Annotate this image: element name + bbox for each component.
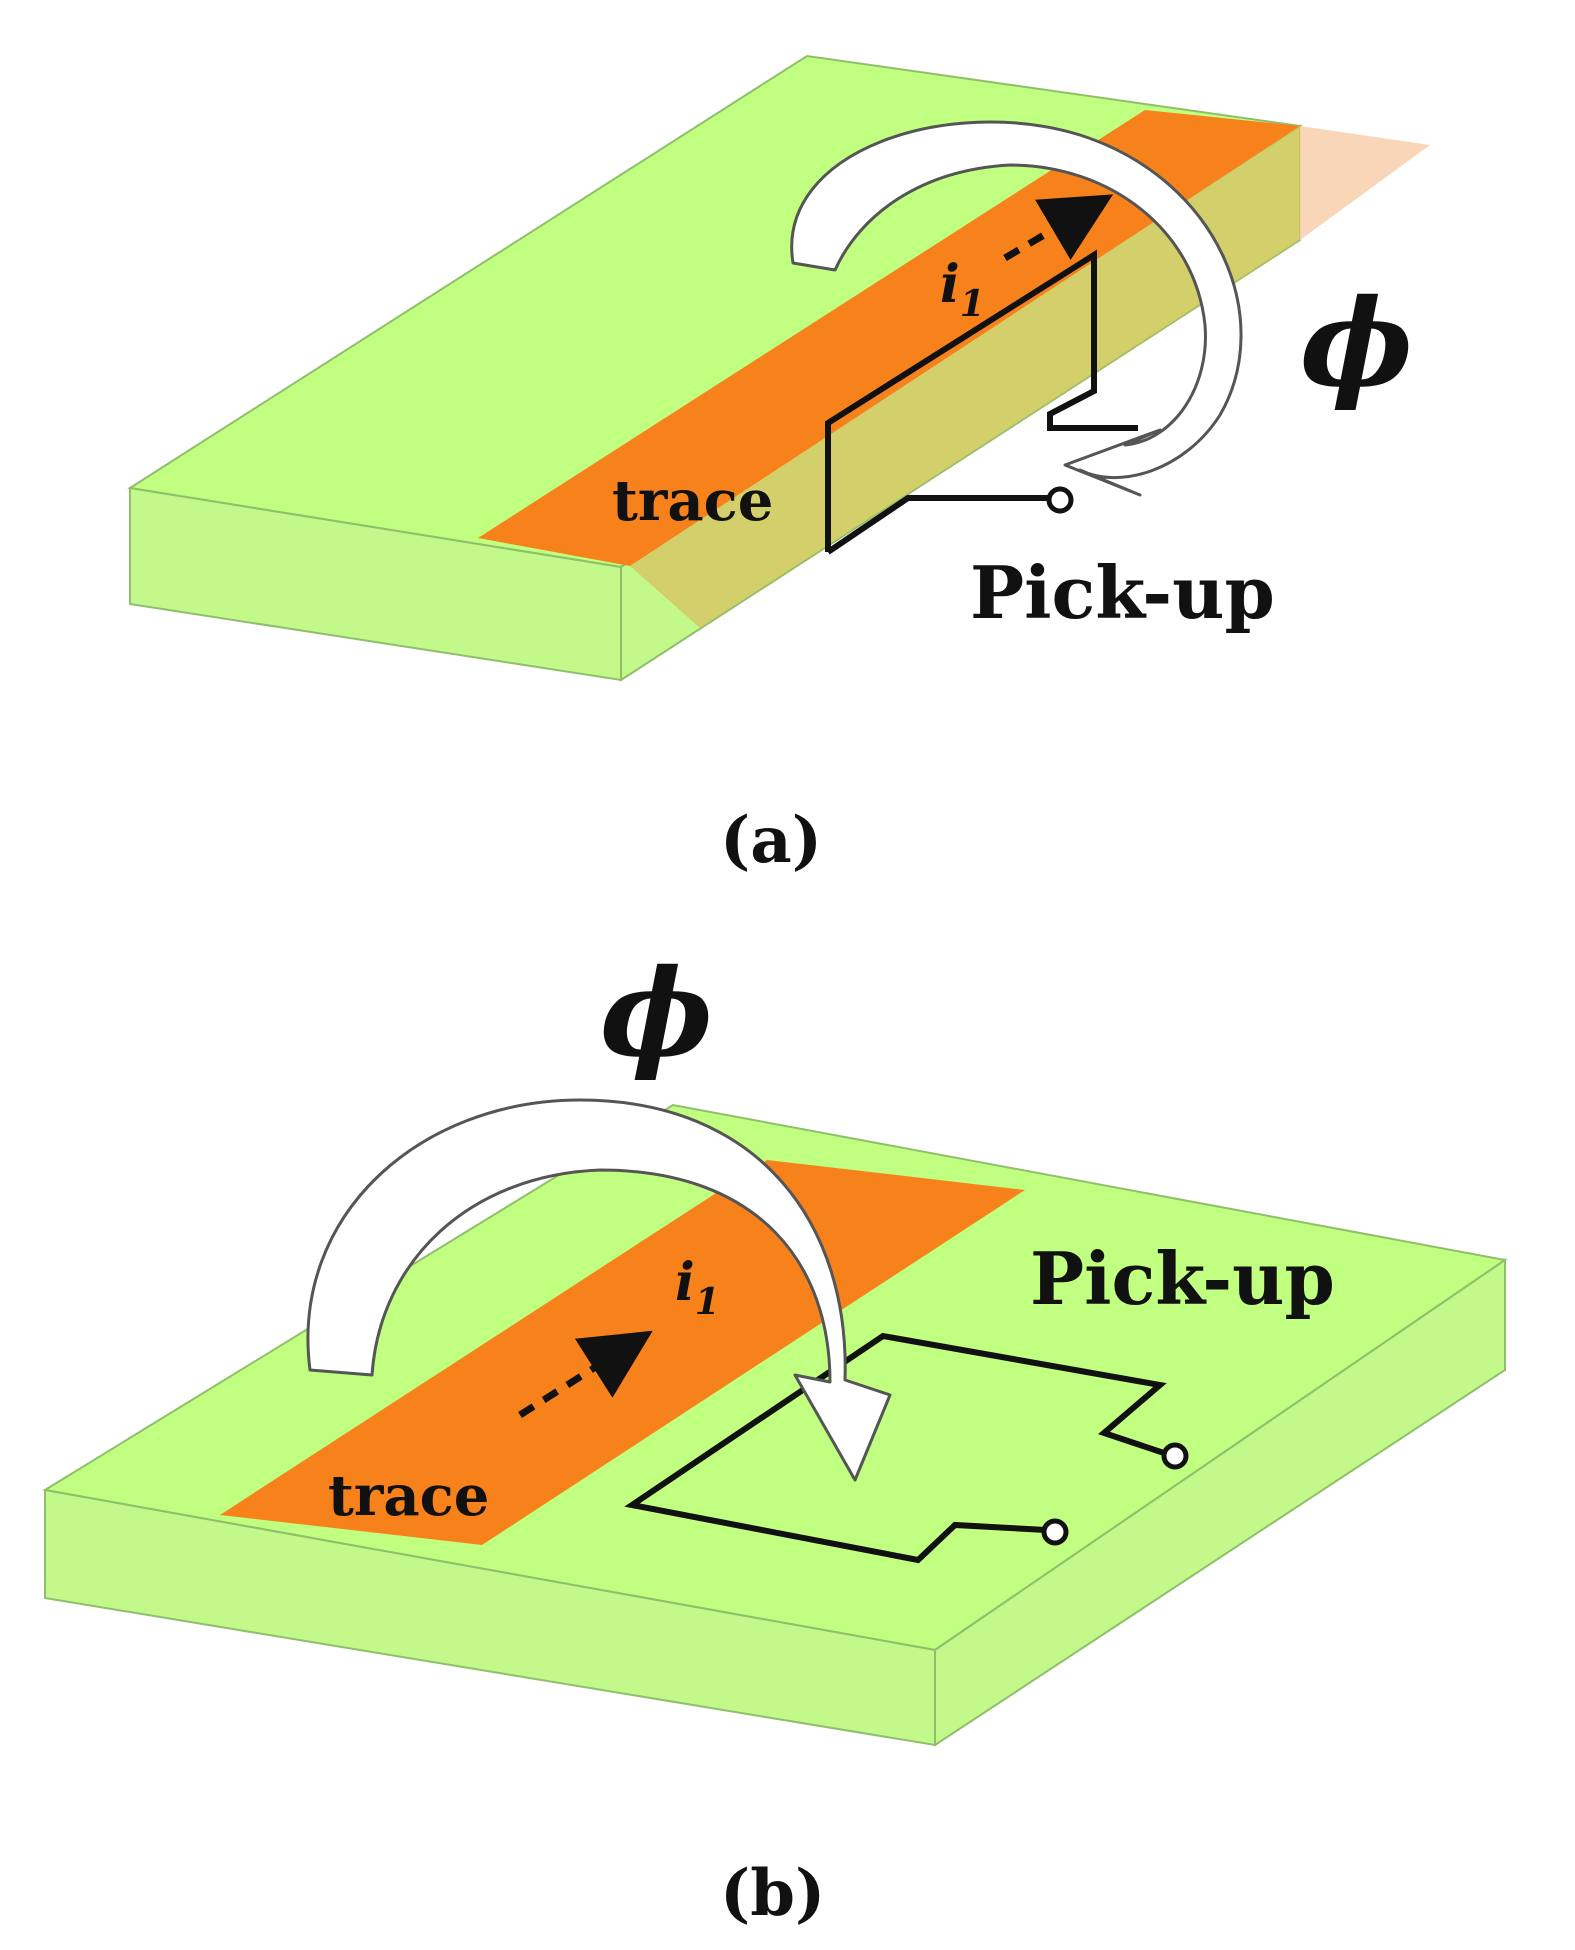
pickup-terminal-a (1046, 486, 1074, 514)
pickup-loop-b (624, 1332, 1168, 1564)
flux-label-b: ϕ (600, 943, 713, 1084)
current-arrow-b (518, 1330, 653, 1418)
trace-label-a: trace (612, 468, 773, 534)
pickup-lead-a (826, 495, 1048, 555)
flux-label-a: ϕ (1300, 273, 1413, 414)
pickup-terminal-b2 (1041, 1518, 1069, 1546)
substrate-b-side (934, 1258, 1506, 1747)
pickup-loop-a (825, 249, 1138, 552)
panel-b: trace Pick-up ϕ i1 (b) (42, 943, 1508, 1931)
flux-arrow-a (790, 120, 1243, 497)
flux-arrow-b (306, 1098, 892, 1482)
current-label-b: i1 (675, 1252, 720, 1323)
caption-b: (b) (720, 1856, 825, 1931)
cut-plane-a (630, 126, 1300, 628)
pickup-terminal-b1 (1161, 1442, 1189, 1470)
pickup-label-b: Pick-up (1030, 1236, 1335, 1321)
trace-label-b: trace (328, 1463, 489, 1529)
pickup-label-a: Pick-up (970, 550, 1275, 635)
caption-a: (a) (720, 803, 822, 878)
cut-plane-extension (1300, 126, 1430, 240)
current-arrow-a (1003, 194, 1114, 262)
current-label-a: i1 (940, 254, 985, 325)
panel-a: trace Pick-up ϕ i1 (a) (127, 54, 1430, 878)
